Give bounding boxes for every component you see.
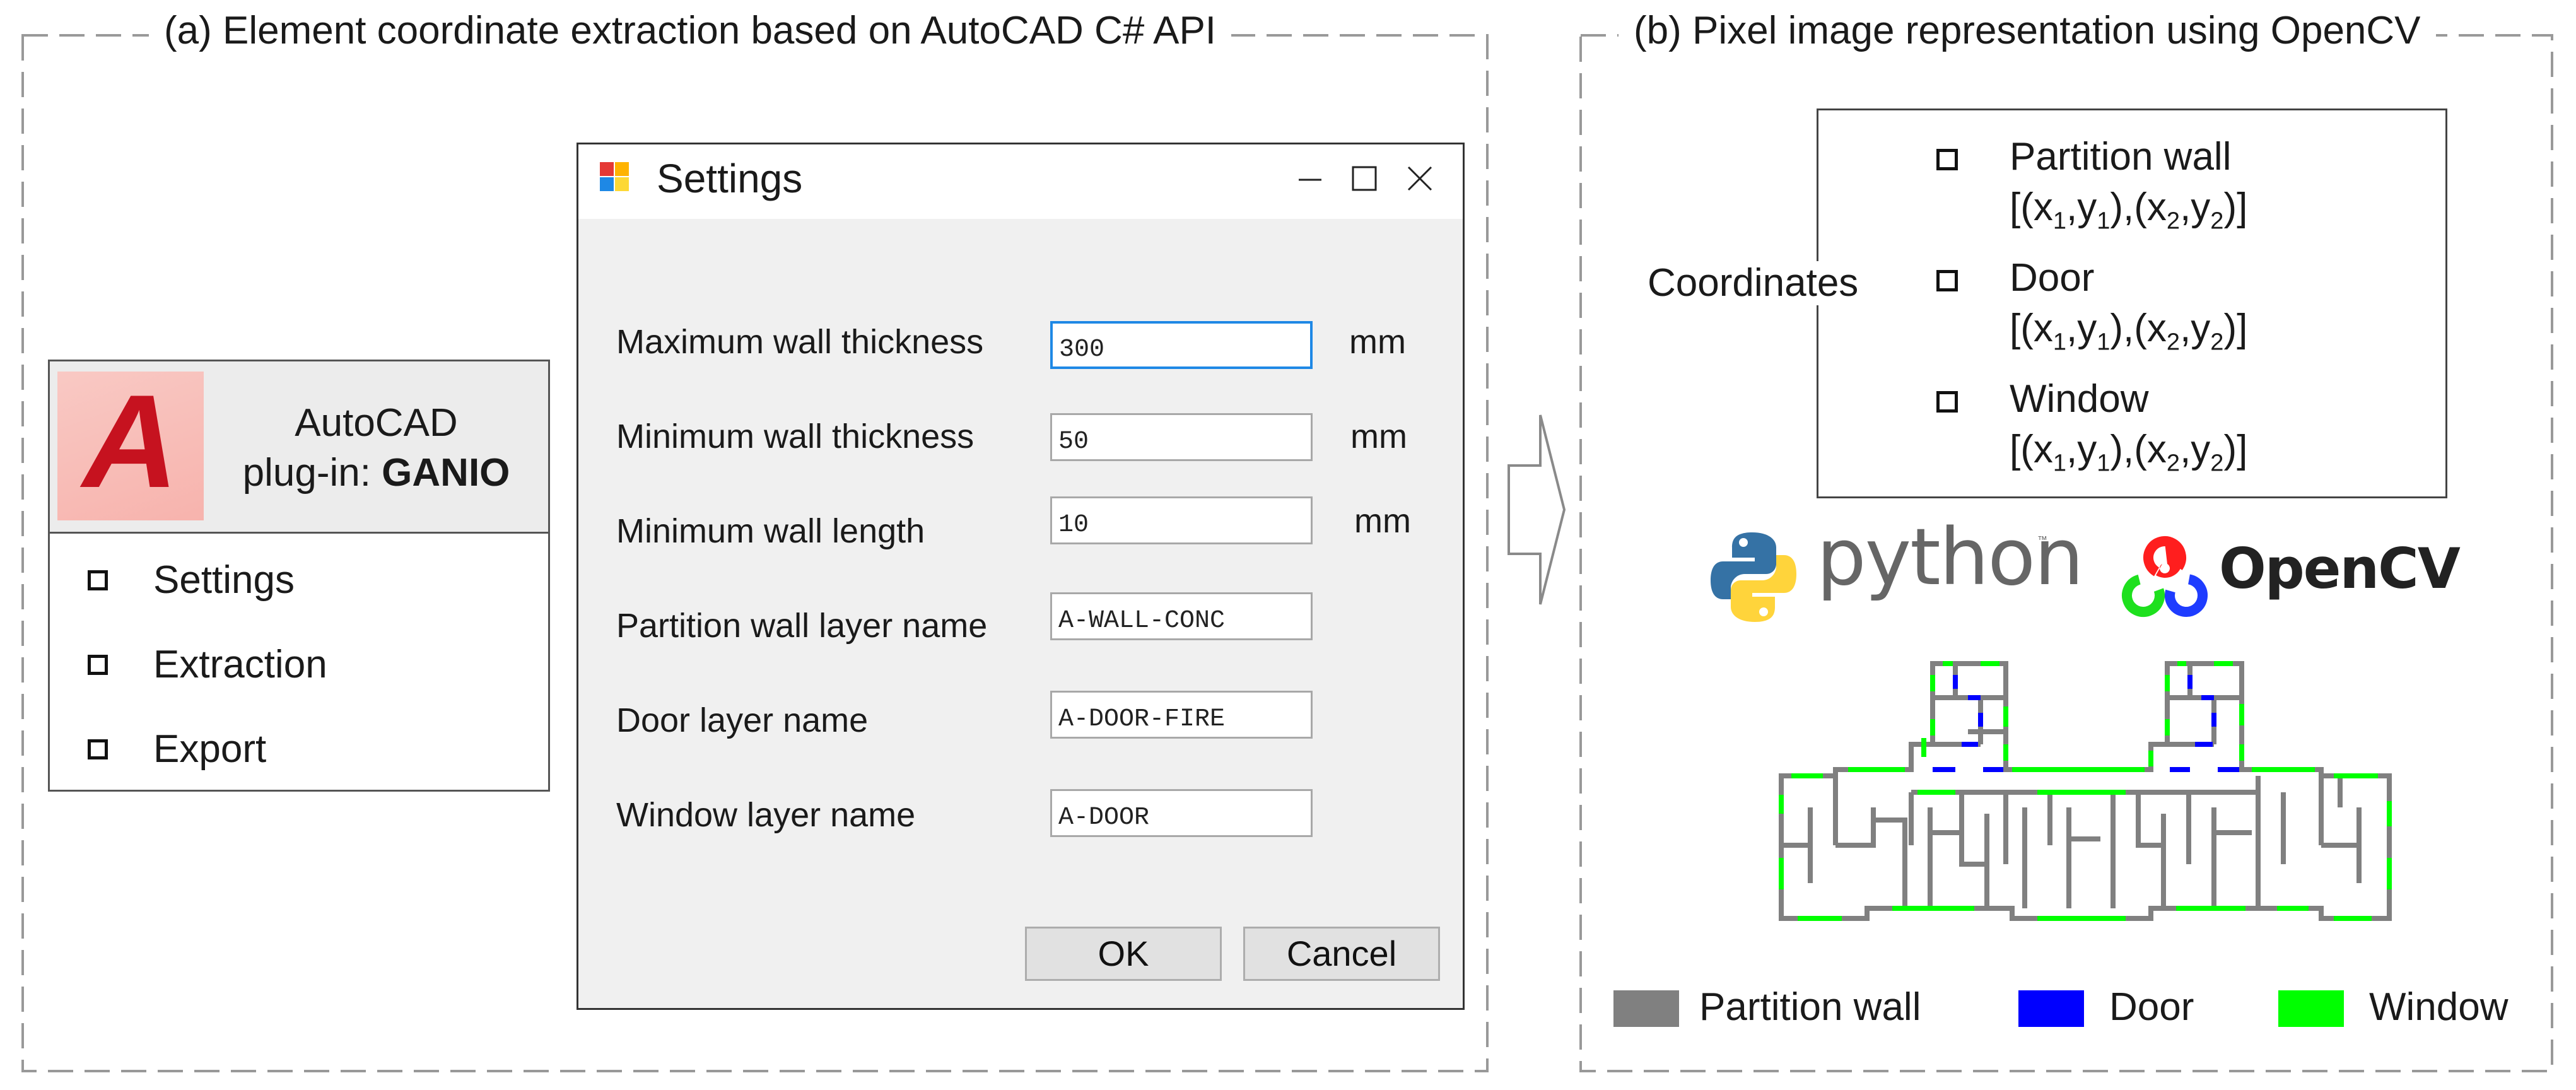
plugin-title-prefix: plug-in: (242, 451, 382, 495)
menu-bullet-icon (88, 570, 108, 590)
windows (1779, 661, 2392, 921)
partition-wall-layer-input[interactable] (1050, 592, 1313, 640)
menu-item-export[interactable]: Export (88, 730, 266, 769)
coord-item-name: Window (2010, 377, 2149, 421)
autocad-logo-icon[interactable]: A (57, 372, 204, 520)
menu-bullet-icon (88, 655, 108, 675)
cancel-button[interactable]: Cancel (1243, 927, 1440, 981)
coord-formula: [(x1,y1),(x2,y2)] (2010, 428, 2248, 477)
python-trademark: ™ (2037, 535, 2047, 546)
legend-swatch-window (2278, 990, 2344, 1027)
menu-item-label: Extraction (153, 643, 327, 686)
min-wall-thickness-label: Minimum wall thickness (616, 418, 975, 455)
min-wall-thickness-input[interactable] (1050, 413, 1313, 461)
coordinates-box (1817, 108, 2447, 498)
menu-bullet-icon (88, 739, 108, 759)
plugin-title-line1: AutoCAD (295, 401, 458, 445)
dialog-titlebar[interactable]: Settings (578, 144, 1463, 219)
plugin-menu: A AutoCAD plug-in: GANIO Settings Extrac… (48, 360, 550, 792)
bullet-icon (1936, 391, 1958, 413)
min-wall-length-input[interactable] (1050, 496, 1313, 544)
menu-item-settings[interactable]: Settings (88, 561, 295, 600)
legend-label-partition-wall: Partition wall (1699, 985, 1921, 1029)
panel-b-title: (b) Pixel image representation using Ope… (1619, 11, 2436, 50)
min-wall-thickness-unit: mm (1350, 418, 1407, 455)
legend-label-window: Window (2369, 985, 2509, 1029)
max-wall-thickness-label: Maximum wall thickness (616, 323, 984, 361)
python-logo-icon (1711, 532, 1796, 622)
window-layer-label: Window layer name (616, 796, 916, 834)
minimize-icon[interactable] (1285, 153, 1335, 204)
coord-formula: [(x1,y1),(x2,y2)] (2010, 307, 2248, 356)
dialog-title: Settings (657, 156, 803, 201)
window-layer-input[interactable] (1050, 789, 1313, 837)
flow-arrow (1508, 414, 1566, 605)
bullet-icon (1936, 270, 1958, 291)
opencv-logo-icon (2122, 536, 2208, 617)
menu-item-extraction[interactable]: Extraction (88, 645, 327, 684)
doors (1933, 675, 2239, 772)
coordinates-label: Coordinates (1640, 261, 1866, 305)
autocad-logo-letter: A (83, 367, 179, 515)
door-layer-label: Door layer name (616, 701, 869, 739)
ok-button[interactable]: OK (1025, 927, 1222, 981)
min-wall-length-label: Minimum wall length (616, 512, 925, 550)
floor-plan-image (1779, 661, 2392, 921)
plugin-title: AutoCAD plug-in: GANIO (211, 398, 542, 498)
app-icon (600, 162, 629, 191)
bullet-icon (1936, 149, 1958, 170)
min-wall-length-unit: mm (1354, 502, 1411, 540)
door-layer-input[interactable] (1050, 691, 1313, 739)
legend-swatch-door (2018, 990, 2084, 1027)
plugin-menu-header: A AutoCAD plug-in: GANIO (50, 361, 548, 534)
settings-dialog: Settings Maximum wall thickness mm Minim… (577, 143, 1465, 1010)
legend-swatch-partition-wall (1613, 990, 1679, 1027)
panel-a-title: (a) Element coordinate extraction based … (149, 11, 1232, 50)
maximize-icon[interactable] (1339, 153, 1390, 204)
coord-formula: [(x1,y1),(x2,y2)] (2010, 185, 2248, 235)
legend-label-door: Door (2109, 985, 2194, 1029)
menu-item-label: Settings (153, 558, 295, 602)
plugin-name: GANIO (382, 451, 510, 495)
max-wall-thickness-unit: mm (1349, 323, 1406, 361)
close-icon[interactable] (1395, 153, 1445, 204)
coord-item-name: Partition wall (2010, 135, 2232, 179)
partition-wall-layer-label: Partition wall layer name (616, 607, 988, 645)
opencv-wordmark: OpenCV (2219, 536, 2461, 601)
max-wall-thickness-input[interactable] (1050, 321, 1313, 369)
coord-item-name: Door (2010, 256, 2095, 300)
menu-item-label: Export (153, 727, 267, 771)
python-wordmark: python (1817, 512, 2084, 603)
